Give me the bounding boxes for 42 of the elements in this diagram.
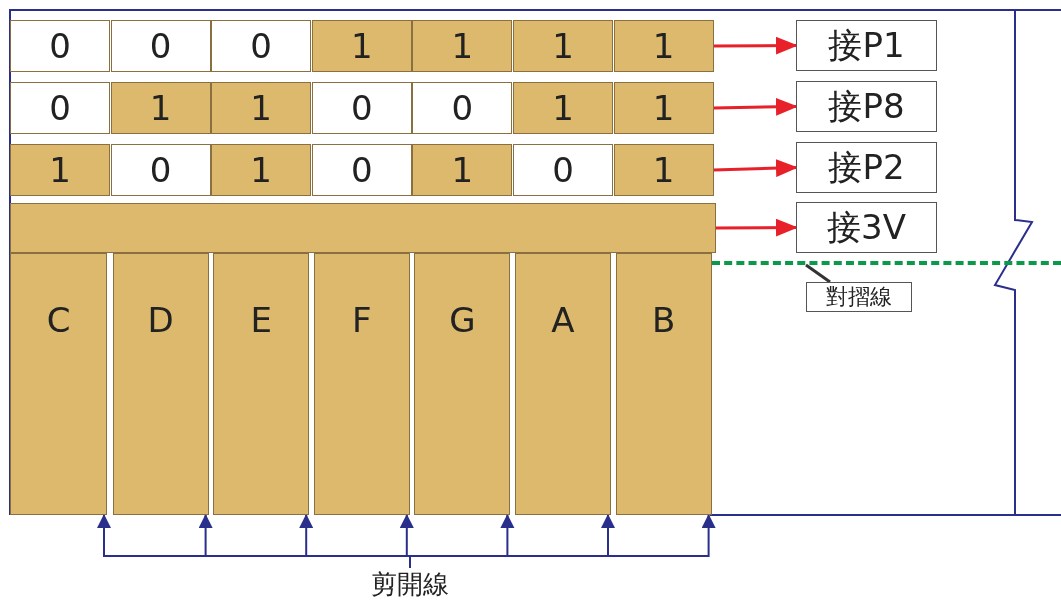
digit-cell: 0 [311,144,412,196]
letter-strip: F [313,253,410,515]
arrow [713,97,798,116]
digit-cell: 1 [412,20,513,72]
digit-cell: 0 [10,20,110,72]
digit-cell: 0 [10,82,110,134]
digit-cell: 1 [513,82,613,134]
digit-cell: 1 [513,20,613,72]
digit-cell: 1 [613,144,714,196]
label-box: 接3V [796,202,937,253]
label-box: 接P2 [796,142,937,193]
digit-cell: 0 [412,82,513,134]
digit-cell: 1 [211,82,312,134]
label-box: 接P8 [796,81,937,132]
digit-cell: 1 [412,144,513,196]
cut-line-label: 剪開線 [370,568,450,600]
digit-cell: 1 [613,20,714,72]
digit-cell: 1 [211,144,312,196]
digit-cell: 0 [110,20,211,72]
power-strip-bar [10,203,716,253]
letter-strip: D [112,253,209,515]
arrow [716,218,798,237]
letter-strip: B [615,253,712,515]
arrow [713,36,798,55]
fold-line [712,261,1061,265]
letter-strip: G [414,253,511,515]
digit-cell: 1 [311,20,412,72]
digit-cell: 0 [211,20,312,72]
digit-cell: 0 [311,82,412,134]
label-box: 接P1 [796,20,937,71]
arrow [713,159,798,178]
letter-strip: E [213,253,310,515]
digit-cell: 1 [613,82,714,134]
leader-line [805,263,831,284]
digit-cell: 1 [110,82,211,134]
digit-cell: 1 [10,144,110,196]
digit-cell: 0 [110,144,211,196]
label-box: 對摺線 [806,282,912,312]
digit-cell: 0 [513,144,613,196]
cut-arrow [409,514,716,569]
letter-strip: C [10,253,107,515]
letter-strip: A [515,253,611,515]
